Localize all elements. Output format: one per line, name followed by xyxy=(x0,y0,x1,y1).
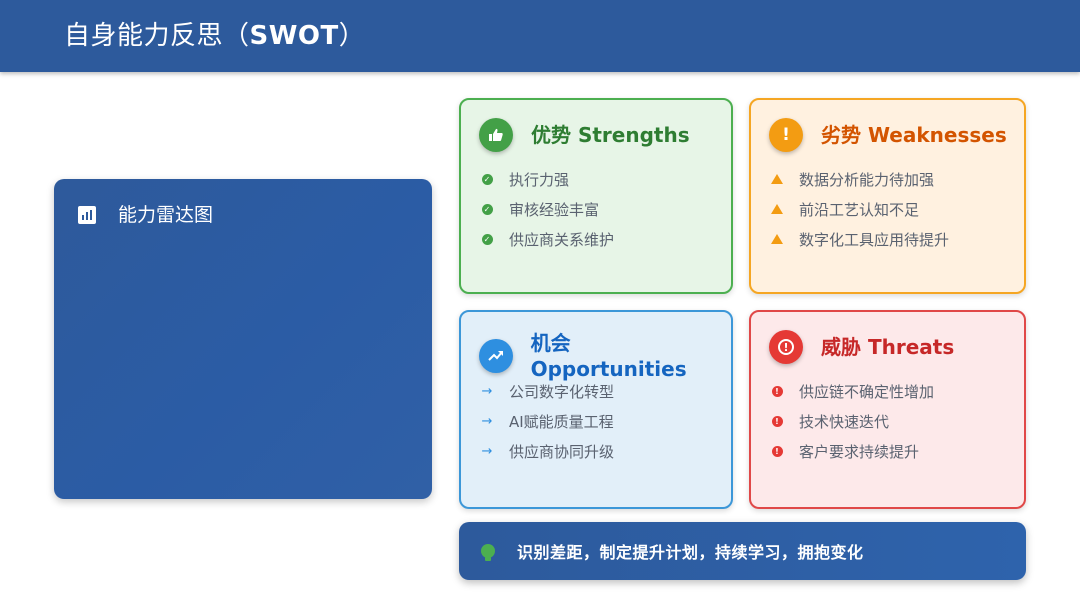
list-item: ✓供应商关系维护 xyxy=(481,224,614,254)
threats-header: ! 威胁 Threats xyxy=(769,330,954,364)
list-item: !技术快速迭代 xyxy=(771,406,934,436)
radar-panel: 能力雷达图 xyxy=(54,179,432,499)
footer-banner: 识别差距，制定提升计划，持续学习，拥抱变化 xyxy=(459,522,1026,580)
list-item: ✓审核经验丰富 xyxy=(481,194,614,224)
arrow-right-icon: → xyxy=(481,413,493,429)
page-title: 自身能力反思（SWOT） xyxy=(64,21,366,51)
thumbs-up-icon xyxy=(479,118,513,152)
bar-chart-icon xyxy=(78,206,96,224)
list-item: 前沿工艺认知不足 xyxy=(771,194,949,224)
strengths-header: 优势 Strengths xyxy=(479,118,690,152)
list-item: 数字化工具应用待提升 xyxy=(771,224,949,254)
check-circle-icon: ✓ xyxy=(481,203,493,215)
check-circle-icon: ✓ xyxy=(481,173,493,185)
threats-title: 威胁 Threats xyxy=(821,335,955,359)
alert-dot-icon: ! xyxy=(771,385,783,397)
radar-panel-title: 能力雷达图 xyxy=(78,203,213,227)
strengths-list: ✓执行力强 ✓审核经验丰富 ✓供应商关系维护 xyxy=(481,164,614,254)
opportunities-list: →公司数字化转型 →AI赋能质量工程 →供应商协同升级 xyxy=(481,376,614,466)
arrow-right-icon: → xyxy=(481,443,493,459)
weaknesses-card: ! 劣势 Weaknesses 数据分析能力待加强 前沿工艺认知不足 数字化工具… xyxy=(749,98,1026,294)
warning-triangle-icon xyxy=(771,174,783,184)
weaknesses-title: 劣势 Weaknesses xyxy=(821,123,1007,147)
warning-triangle-icon xyxy=(771,204,783,214)
list-item: !供应链不确定性增加 xyxy=(771,376,934,406)
opportunities-header: 机会 Opportunities xyxy=(479,330,731,382)
list-item: →供应商协同升级 xyxy=(481,442,615,461)
list-item: →AI赋能质量工程 xyxy=(481,412,614,431)
alert-dot-icon: ! xyxy=(771,445,783,457)
list-item: →公司数字化转型 xyxy=(481,382,615,401)
opportunities-title: 机会 Opportunities xyxy=(530,331,687,381)
alert-dot-icon: ! xyxy=(771,415,783,427)
check-circle-icon: ✓ xyxy=(481,233,493,245)
header-bar: 自身能力反思（SWOT） xyxy=(0,0,1080,72)
arrow-right-icon: → xyxy=(481,383,493,399)
list-item: ✓执行力强 xyxy=(481,164,614,194)
trending-up-icon xyxy=(479,339,513,373)
exclamation-icon: ! xyxy=(769,118,803,152)
list-item: 数据分析能力待加强 xyxy=(771,164,949,194)
strengths-title: 优势 Strengths xyxy=(531,123,690,147)
threats-list: !供应链不确定性增加 !技术快速迭代 !客户要求持续提升 xyxy=(771,376,934,466)
alert-circle-icon: ! xyxy=(769,330,803,364)
lightbulb-icon xyxy=(481,544,495,561)
footer-text: 识别差距，制定提升计划，持续学习，拥抱变化 xyxy=(517,543,864,562)
threats-card: ! 威胁 Threats !供应链不确定性增加 !技术快速迭代 !客户要求持续提… xyxy=(749,310,1026,509)
list-item: !客户要求持续提升 xyxy=(771,436,934,466)
strengths-card: 优势 Strengths ✓执行力强 ✓审核经验丰富 ✓供应商关系维护 xyxy=(459,98,733,294)
opportunities-card: 机会 Opportunities →公司数字化转型 →AI赋能质量工程 →供应商… xyxy=(459,310,733,509)
warning-triangle-icon xyxy=(771,234,783,244)
weaknesses-header: ! 劣势 Weaknesses xyxy=(769,118,1007,152)
weaknesses-list: 数据分析能力待加强 前沿工艺认知不足 数字化工具应用待提升 xyxy=(771,164,949,254)
